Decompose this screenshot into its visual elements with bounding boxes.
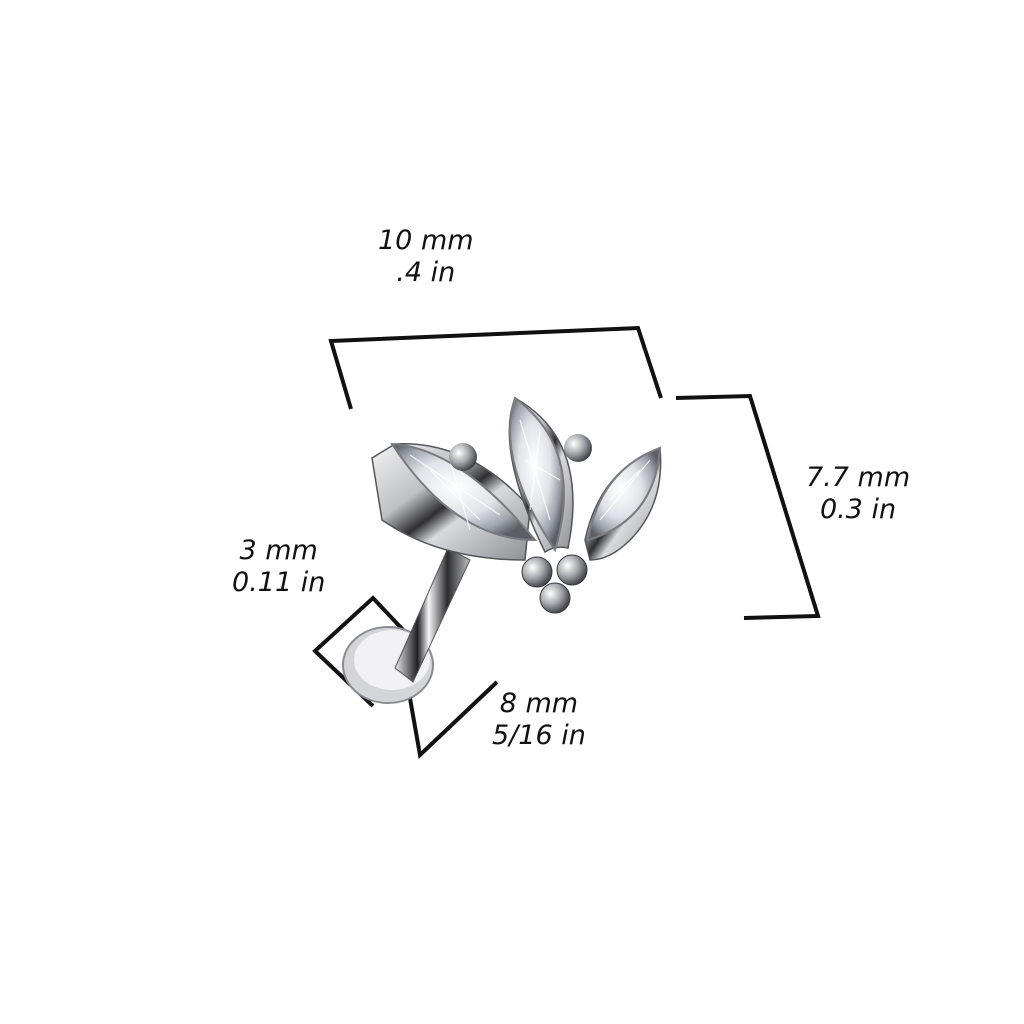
- width-imperial: .4 in: [396, 257, 456, 288]
- height-imperial: 0.3 in: [819, 494, 897, 525]
- bead-cluster: [521, 554, 588, 614]
- disc-imperial: 0.11 in: [232, 567, 326, 598]
- width-metric: 10 mm: [378, 225, 474, 256]
- bar-metric: 8 mm: [499, 688, 579, 719]
- dimension-label-disc: 3 mm 0.11 in: [232, 535, 325, 599]
- dimension-line-disc: [312, 595, 408, 708]
- dimension-label-height: 7.7 mm 0.3 in: [806, 462, 910, 526]
- height-metric: 7.7 mm: [806, 462, 911, 493]
- bead-pair-upper: [449, 434, 592, 471]
- dimension-line-bar: [406, 680, 499, 760]
- post-bar: [394, 547, 471, 683]
- dimension-label-width: 10 mm .4 in: [378, 225, 474, 289]
- center-marquise-gem: [508, 396, 574, 554]
- bar-imperial: 5/16 in: [492, 720, 586, 751]
- disc-metric: 3 mm: [239, 535, 318, 566]
- right-marquise-gem: [584, 446, 662, 561]
- dimension-line-height: [675, 393, 821, 620]
- dimension-label-bar: 8 mm 5/16 in: [492, 688, 586, 752]
- left-marquise-gem: [371, 442, 538, 561]
- dimension-line-width: [328, 325, 663, 410]
